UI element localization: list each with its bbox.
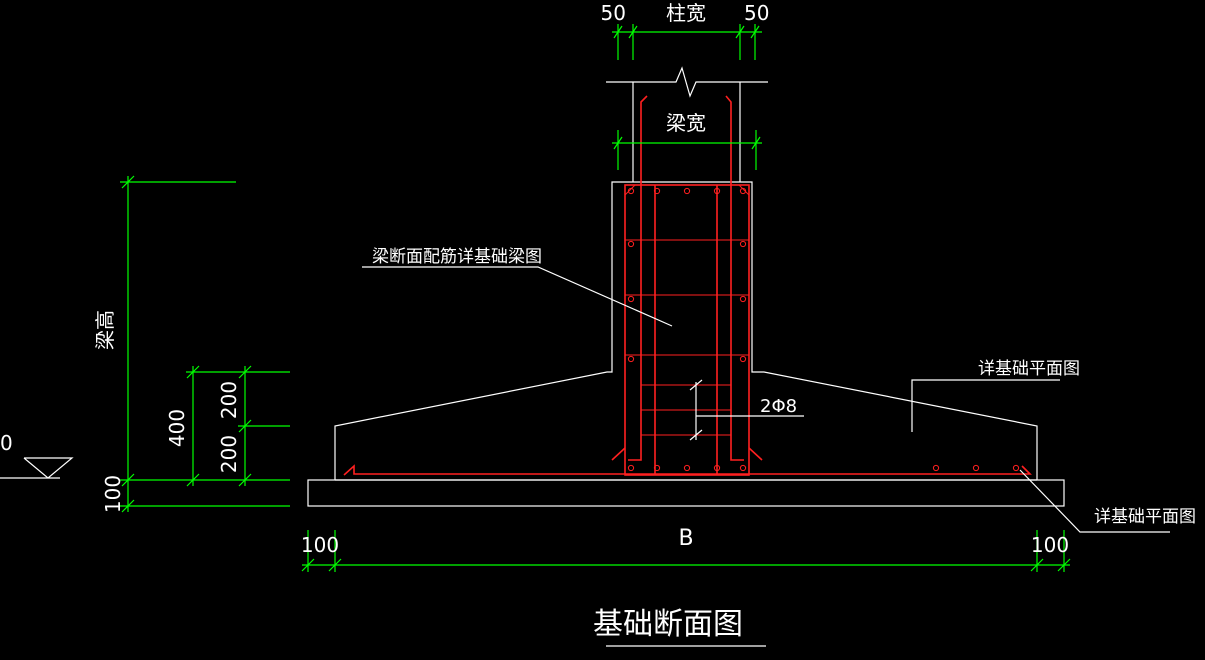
annotation-texts: 50 柱宽 50 梁宽 梁高 400 200 200 100 0 100 B 1… <box>0 1 1196 642</box>
bedding-layer <box>307 479 1065 507</box>
dim-text-100-left: 100 <box>101 475 125 513</box>
dim-text-col-width: 柱宽 <box>666 1 706 25</box>
note-rebar: 2Φ8 <box>760 396 797 417</box>
leader-rebar-tick <box>689 379 703 391</box>
bar-dot <box>653 187 661 195</box>
column-bar-left <box>628 95 648 461</box>
dim-tick <box>1057 558 1071 572</box>
beam-stirrup-outer <box>624 184 750 476</box>
slab-dot <box>972 464 980 472</box>
dim-tick <box>1030 558 1044 572</box>
elevation-triangle <box>23 457 74 479</box>
dim-tick <box>186 473 200 487</box>
side-hook-right <box>748 447 763 461</box>
bar-dot <box>713 464 721 472</box>
dim-text-400: 400 <box>165 409 189 447</box>
side-hook-left <box>611 447 626 461</box>
bar-dot <box>627 187 635 195</box>
elevation-text: 0 <box>0 431 13 455</box>
dim-text-beam-width: 梁宽 <box>666 111 706 135</box>
dim-tick <box>751 136 761 150</box>
rebar-group <box>343 95 1032 476</box>
leader-lines <box>362 266 1170 533</box>
bar-dot <box>713 187 721 195</box>
column-break-line <box>606 66 768 98</box>
dim-tick <box>328 558 342 572</box>
dim-text-beam-height: 梁高 <box>93 310 117 350</box>
dim-tick <box>121 175 135 189</box>
hook-left <box>624 184 636 196</box>
dim-tick <box>613 25 623 39</box>
bar-dot <box>683 464 691 472</box>
dim-text-b-left: 100 <box>301 533 339 557</box>
beam-bar-dots <box>627 187 747 472</box>
bar-dot <box>683 187 691 195</box>
dim-tick <box>613 136 623 150</box>
dim-text-50-left: 50 <box>601 1 626 25</box>
dim-tick <box>735 25 745 39</box>
dim-text-200-bottom: 200 <box>217 435 241 473</box>
dim-text-200-top: 200 <box>217 381 241 419</box>
bar-dot <box>627 295 635 303</box>
column-bar-right <box>725 95 744 461</box>
leader-detail-plan-lower <box>1019 469 1170 533</box>
dim-tick <box>750 25 760 39</box>
bar-dot <box>627 355 635 363</box>
bar-dot <box>739 464 747 472</box>
slab-dot <box>932 464 940 472</box>
dim-text-b-right: 100 <box>1031 533 1069 557</box>
bar-dot <box>627 464 635 472</box>
dim-tick <box>628 25 638 39</box>
leader-beam-section <box>362 266 673 327</box>
dim-tick <box>238 365 252 379</box>
bar-dot <box>653 464 661 472</box>
note-detail-plan-lower: 详基础平面图 <box>1094 507 1196 527</box>
drawing-title: 基础断面图 <box>593 607 743 642</box>
leader-detail-plan-upper <box>911 379 1060 432</box>
bar-dot <box>739 355 747 363</box>
slab-bottom-bar <box>343 464 1032 476</box>
note-beam-section: 梁断面配筋详基础梁图 <box>372 247 542 267</box>
dimension-lines <box>120 24 1071 572</box>
dim-text-b: B <box>678 526 693 551</box>
bar-dot <box>739 240 747 248</box>
bar-dot <box>739 187 747 195</box>
bar-dot <box>627 240 635 248</box>
slab-bar-dots <box>932 464 1020 472</box>
note-detail-plan-upper: 详基础平面图 <box>978 359 1080 379</box>
dim-tick <box>238 473 252 487</box>
slab-dot <box>1012 464 1020 472</box>
bar-dot <box>739 295 747 303</box>
dim-tick <box>186 365 200 379</box>
hook-right <box>738 184 750 196</box>
foundation-body <box>334 181 1038 480</box>
dim-tick <box>301 558 315 572</box>
leader-rebar-tick <box>689 429 703 441</box>
dim-text-50-right: 50 <box>744 1 769 25</box>
concrete-outline <box>0 66 1065 647</box>
dim-tick <box>238 419 252 433</box>
